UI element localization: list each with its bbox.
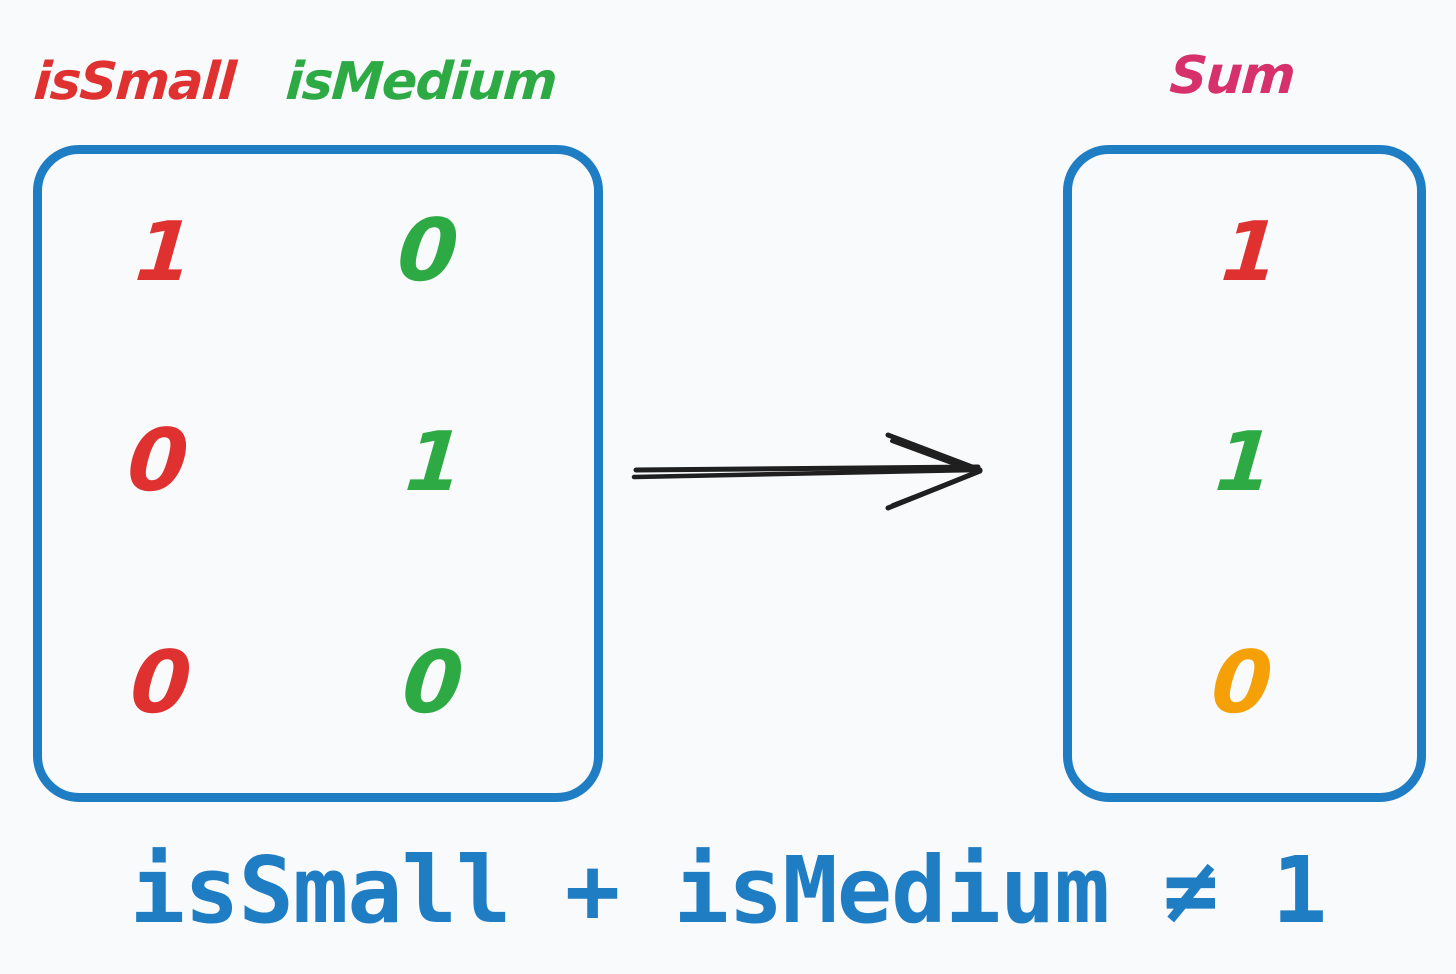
sum-cell-row1: 1 (1211, 415, 1276, 510)
table-cell-ismedium-row2: 0 (398, 633, 466, 733)
column-header-issmall: isSmall (31, 52, 237, 112)
sum-cell-row0: 1 (1217, 205, 1282, 300)
maps-to-arrow-icon (631, 432, 983, 511)
constraint-equation: isSmall + isMedium ≠ 1 (129, 837, 1328, 944)
column-header-sum: Sum (1167, 46, 1297, 106)
table-cell-ismedium-row0: 0 (393, 201, 461, 301)
table-cell-issmall-row1: 0 (123, 411, 191, 511)
table-cell-ismedium-row1: 1 (401, 415, 466, 510)
table-cell-issmall-row0: 1 (131, 205, 196, 300)
sum-table-box (1063, 145, 1426, 802)
column-header-ismedium: isMedium (283, 52, 559, 112)
table-cell-issmall-row2: 0 (126, 633, 194, 733)
input-table-box (33, 145, 603, 802)
sum-cell-row2-violation: 0 (1207, 633, 1275, 733)
